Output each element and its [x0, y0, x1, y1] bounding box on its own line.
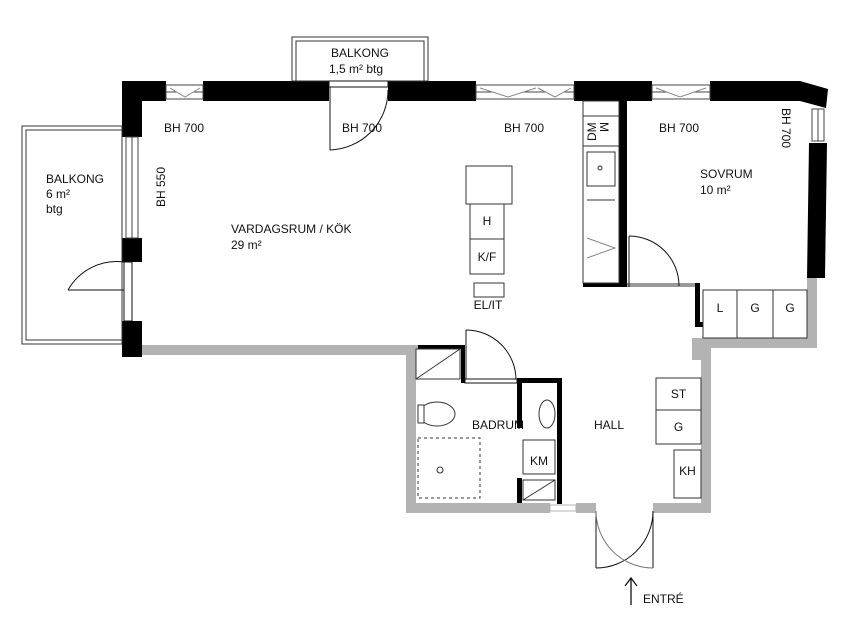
left-balcony-name: BALKONG	[46, 172, 105, 186]
hall-kh-label: KH	[679, 464, 696, 478]
window-height-label: BH 700	[779, 108, 793, 149]
doors	[67, 80, 680, 569]
left-balcony-area: 6 m²	[46, 187, 70, 201]
window-height-label: BH 700	[164, 121, 205, 135]
dishwasher-label: DM	[585, 122, 599, 141]
bathroom-fixtures	[415, 348, 556, 501]
wardrobe-g-label: G	[750, 301, 760, 315]
window-height-label: BH 550	[154, 166, 168, 207]
window-height-label: BH 700	[504, 121, 545, 135]
hall-storage-st-label: ST	[670, 387, 687, 401]
hall-name: HALL	[594, 418, 625, 432]
window-height-label: BH 700	[659, 121, 700, 135]
bedroom-name: SOVRUM	[700, 167, 753, 181]
wardrobe-l-label: L	[716, 301, 724, 315]
hob-label: H	[482, 214, 492, 228]
bedroom-area: 10 m²	[700, 183, 731, 197]
left-balcony-note: btg	[46, 202, 63, 216]
top-balcony-name: BALKONG	[331, 46, 390, 60]
kitchen-fixtures	[465, 100, 808, 499]
electrical-it-label: EL/IT	[473, 298, 503, 312]
bathroom-name: BADRUM	[472, 418, 525, 432]
living-room-name: VARDAGSRUM / KÖK	[231, 222, 352, 236]
wardrobe-g-label: G	[785, 301, 795, 315]
washer-km-label: KM	[530, 454, 548, 468]
living-room-area: 29 m²	[231, 238, 262, 252]
top-balcony-area: 1,5 m² btg	[329, 62, 384, 76]
windows	[125, 84, 825, 239]
microwave-label: M	[597, 122, 611, 132]
hall-storage-g-label: G	[673, 420, 684, 434]
entrance-label: ENTRÉ	[643, 592, 684, 606]
fridge-freezer-label: K/F	[477, 250, 497, 264]
entrance-arrow	[624, 576, 638, 605]
window-height-label: BH 700	[342, 121, 383, 135]
exterior-walls	[122, 81, 828, 357]
partition-walls	[142, 278, 817, 513]
